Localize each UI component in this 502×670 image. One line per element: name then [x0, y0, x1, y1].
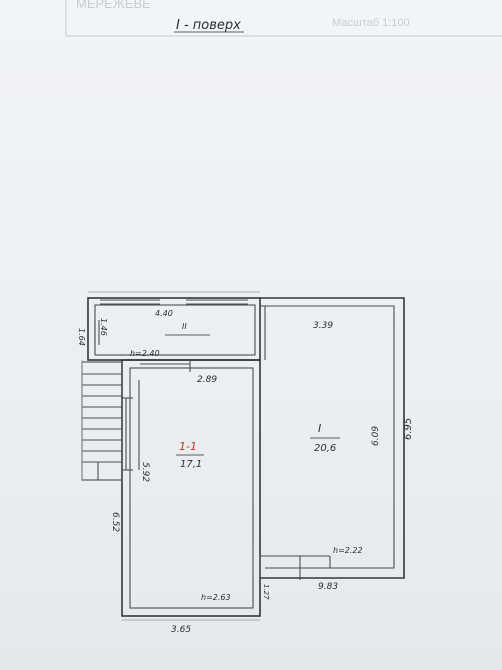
dim-room-1-width-outer: 3.65	[171, 625, 191, 635]
floor-title: I - поверх	[176, 18, 241, 33]
room-i-walls	[259, 297, 405, 580]
dim-left-side-top: 1.64	[77, 328, 86, 346]
room-1-1-number: 1-1	[179, 440, 197, 453]
room-ii-number: II	[182, 322, 187, 331]
construction-lines	[81, 291, 260, 621]
room-i-area: 20,6	[314, 443, 336, 454]
dim-room-i-bottom: 9.83	[318, 582, 338, 592]
stamp-right-text: Масштаб 1:100	[332, 17, 410, 29]
header-stamp: МЕРЕЖЕВЕ Масштаб 1:100	[65, 0, 502, 37]
dim-left-side-lower: 6.52	[110, 512, 120, 532]
stairs	[81, 361, 123, 481]
dim-room-i-ceiling: h=2.22	[333, 546, 363, 555]
dim-room-1-height: 5.92	[140, 462, 150, 482]
dim-room-i-height-outer: 6.95	[403, 418, 414, 440]
dim-top-left-width: 4.40	[155, 309, 173, 318]
room-1-1-walls	[121, 359, 261, 617]
room-ii-walls	[87, 297, 261, 361]
stamp-left-text: МЕРЕЖЕВЕ	[76, 0, 151, 11]
dim-room-1-ceiling: h=2.63	[201, 593, 231, 602]
room-i-number: I	[318, 422, 321, 435]
room-1-1-area: 17,1	[180, 459, 202, 470]
dim-room-ii-ceiling: h=2.40	[130, 349, 160, 358]
dim-room-1-width-inner: 2.89	[197, 375, 217, 385]
dim-room-i-height-inner: 6.09	[371, 426, 381, 446]
dim-room-ii-height: 1.46	[99, 318, 108, 336]
dim-room-i-width: 3.39	[313, 321, 333, 331]
dim-gap-small: 1.27	[262, 584, 270, 600]
